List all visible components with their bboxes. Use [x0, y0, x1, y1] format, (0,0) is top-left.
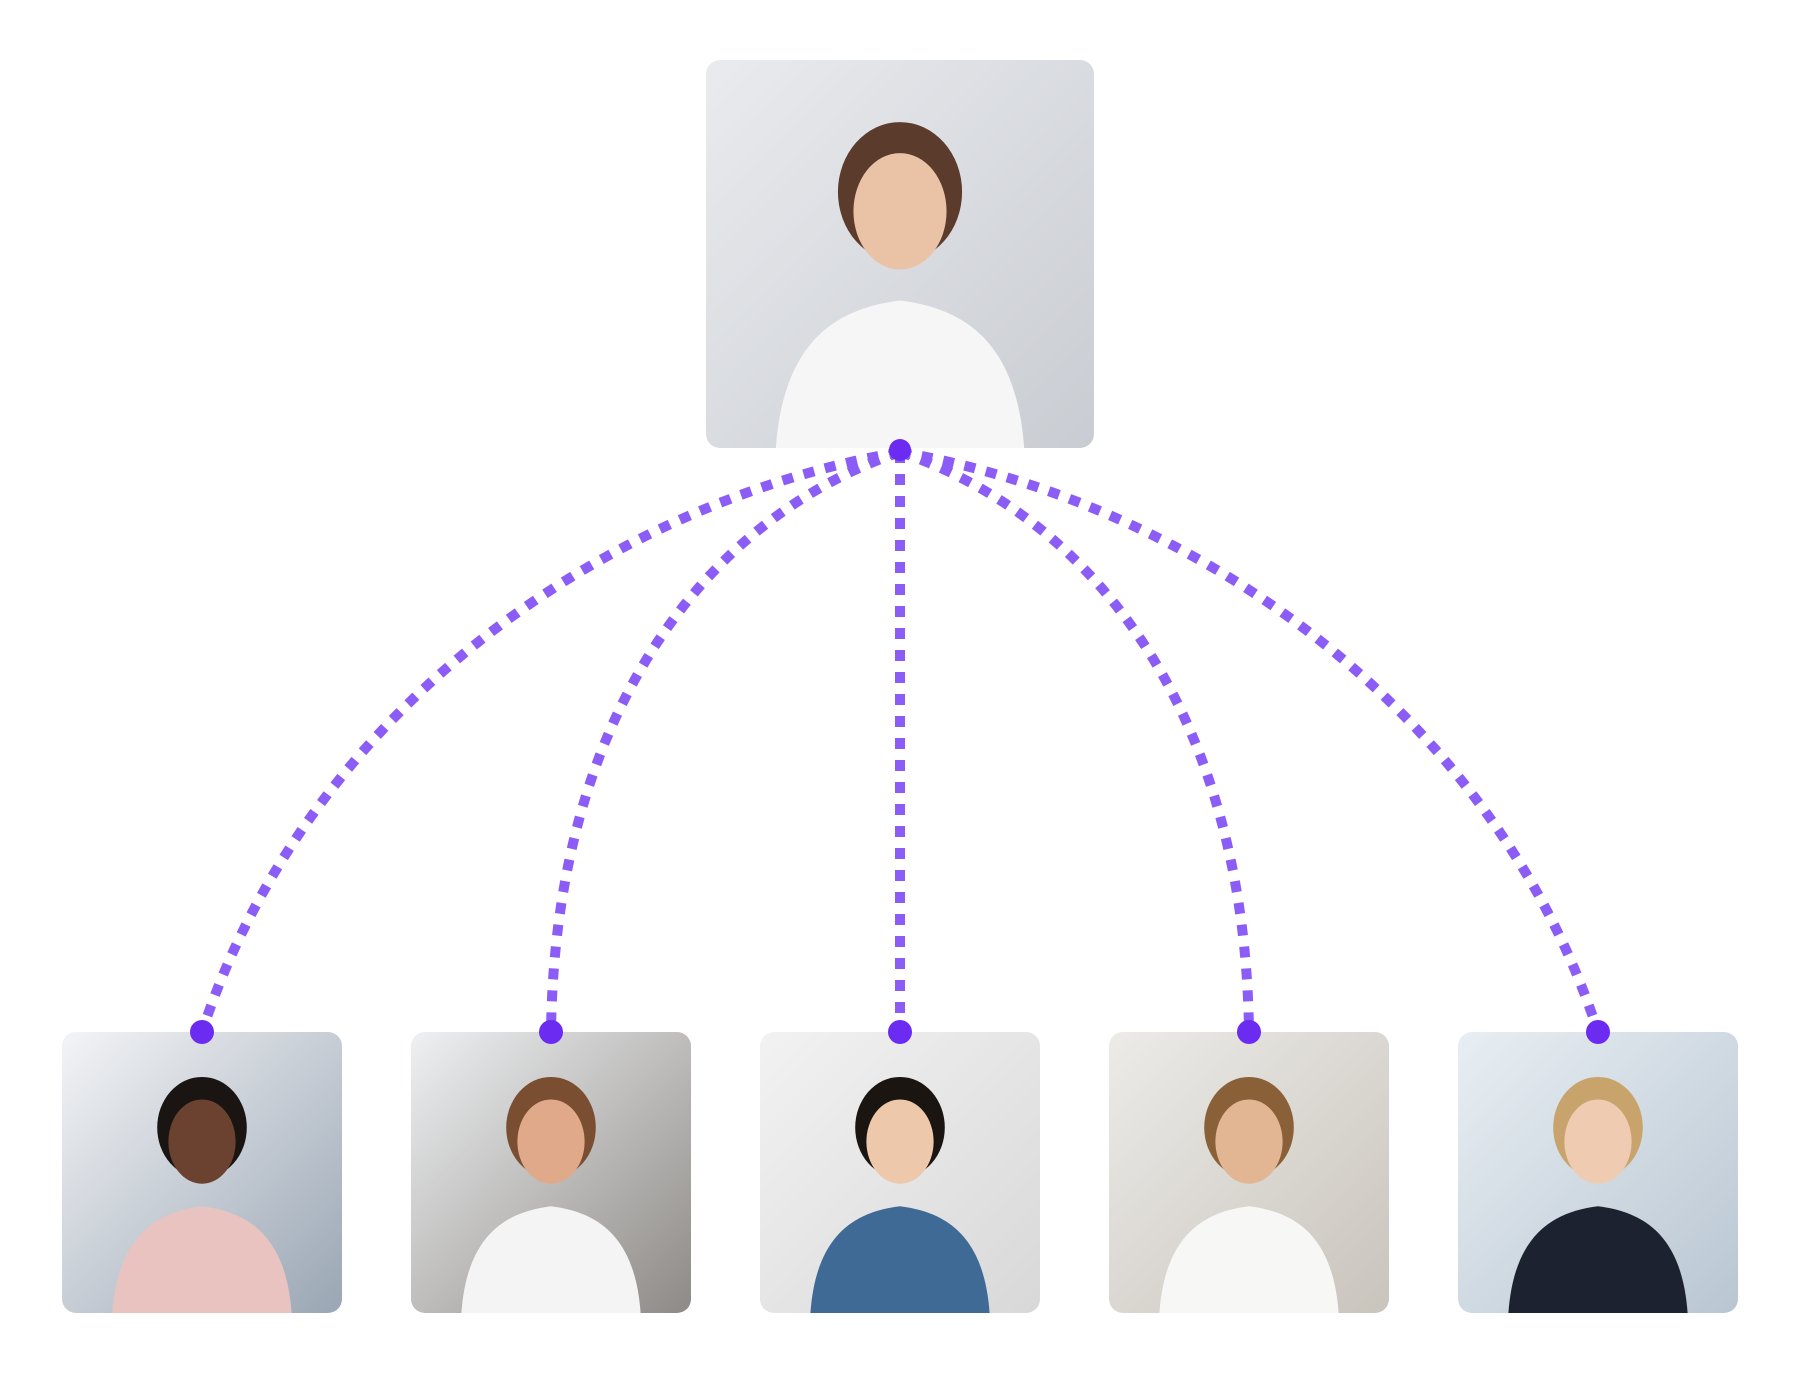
node-dot-4: [1237, 1020, 1261, 1044]
person-photo-icon: [760, 1032, 1040, 1313]
person-photo-icon: [62, 1032, 342, 1313]
node-dot-1: [190, 1020, 214, 1044]
person-photo-icon: [1458, 1032, 1738, 1313]
connector-line-1: [197, 447, 901, 1034]
person-photo-icon: [706, 60, 1094, 448]
person-photo-icon: [411, 1032, 691, 1313]
photo-face: [168, 1099, 236, 1184]
node-dot-2: [539, 1020, 563, 1044]
node-dot-3: [888, 1020, 912, 1044]
node-dot-5: [1586, 1020, 1610, 1044]
photo-face: [1564, 1099, 1632, 1184]
connector-line-5: [899, 447, 1603, 1034]
photo-body: [775, 300, 1025, 448]
photo-body: [1508, 1206, 1688, 1313]
node-person-photo-3: [760, 1032, 1040, 1313]
photo-face: [853, 153, 947, 270]
connector-line-2: [546, 447, 902, 1033]
node-person-photo-4: [1109, 1032, 1389, 1313]
photo-face: [1215, 1099, 1283, 1184]
photo-body: [1159, 1206, 1339, 1313]
connector-line-4: [898, 447, 1254, 1033]
photo-face: [866, 1099, 934, 1184]
node-person-photo-5: [1458, 1032, 1738, 1313]
photo-body: [112, 1206, 292, 1313]
hub-person-photo: [706, 60, 1094, 448]
photo-face: [517, 1099, 585, 1184]
node-person-photo-1: [62, 1032, 342, 1313]
node-person-photo-2: [411, 1032, 691, 1313]
photo-body: [810, 1206, 990, 1313]
hub-dot: [889, 439, 911, 461]
person-photo-icon: [1109, 1032, 1389, 1313]
photo-body: [461, 1206, 641, 1313]
